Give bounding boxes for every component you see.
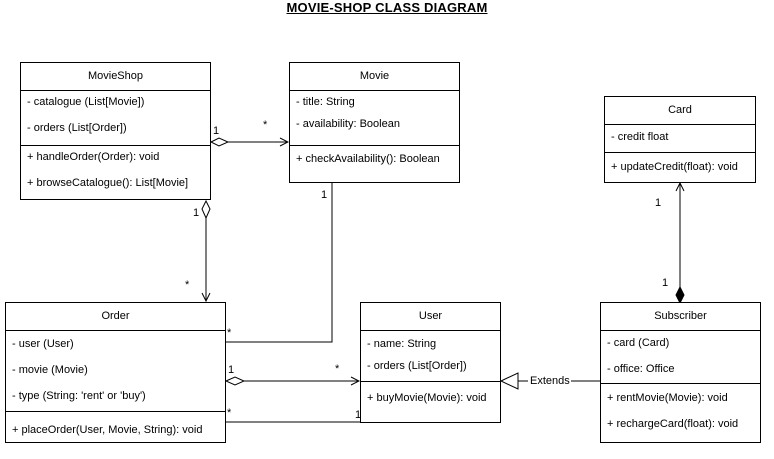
method: + browseCatalogue(): List[Movie] xyxy=(27,177,189,189)
attribute: - title: String xyxy=(296,96,355,108)
extends-label: Extends xyxy=(529,375,571,387)
attribute: - orders (List[Order]) xyxy=(27,122,127,134)
method: + handleOrder(Order): void xyxy=(27,151,160,163)
attributes-section: - catalogue (List[Movie]) - orders (List… xyxy=(21,91,210,146)
mult-movie-order-to: * xyxy=(227,327,232,339)
attribute: - availability: Boolean xyxy=(296,118,400,130)
class-name: MovieShop xyxy=(21,63,210,91)
class-name: User xyxy=(361,303,500,331)
methods-section: + rentMovie(Movie): void + rechargeCard(… xyxy=(601,384,760,431)
mult-shop-movie-to: * xyxy=(263,119,268,131)
mult-card-subscriber-card: 1 xyxy=(655,197,662,209)
attributes-section: - credit float xyxy=(605,125,755,153)
attribute: - name: String xyxy=(367,338,437,350)
methods-section: + placeOrder(User, Movie, String): void xyxy=(6,412,225,437)
mult-order-user-from: 1 xyxy=(228,364,235,376)
mult-shop-movie-from: 1 xyxy=(213,125,220,137)
mult-card-subscriber-subscriber: 1 xyxy=(662,277,669,289)
method: + rentMovie(Movie): void xyxy=(607,392,728,404)
methods-section: + handleOrder(Order): void + browseCatal… xyxy=(21,146,210,190)
class-name: Card xyxy=(605,97,755,125)
mult-shop-order-from: 1 xyxy=(193,207,200,219)
class-name: Order xyxy=(6,303,225,331)
class-card: Card - credit float + updateCredit(float… xyxy=(604,96,756,183)
attribute: - orders (List[Order]) xyxy=(367,360,467,372)
method: + placeOrder(User, Movie, String): void xyxy=(12,424,203,436)
attributes-section: - title: String - availability: Boolean xyxy=(290,91,459,146)
methods-section: + checkAvailability(): Boolean xyxy=(290,146,459,166)
class-name: Movie xyxy=(290,63,459,91)
mult-order-user-line-from: * xyxy=(227,407,232,419)
order-user-aggregation xyxy=(224,376,359,386)
mult-order-user-to: * xyxy=(335,363,340,375)
class-order: Order - user (User) - movie (Movie) - ty… xyxy=(5,302,226,443)
attribute: - type (String: 'rent' or 'buy') xyxy=(12,390,146,402)
class-name: Subscriber xyxy=(601,303,760,331)
attribute: - movie (Movie) xyxy=(12,364,88,376)
mult-movie-order-from: 1 xyxy=(321,189,328,201)
attributes-section: - name: String - orders (List[Order]) xyxy=(361,331,500,382)
movie-order-association xyxy=(226,183,333,343)
attribute: - user (User) xyxy=(12,338,74,350)
attributes-section: - user (User) - movie (Movie) - type (St… xyxy=(6,331,225,412)
methods-section: + updateCredit(float): void xyxy=(605,153,755,174)
attribute: - card (Card) xyxy=(607,337,670,349)
mult-shop-order-to: * xyxy=(185,279,190,291)
shop-movie-aggregation xyxy=(209,137,288,147)
method: + rechargeCard(float): void xyxy=(607,418,739,430)
class-user: User - name: String - orders (List[Order… xyxy=(360,302,501,423)
class-movieshop: MovieShop - catalogue (List[Movie]) - or… xyxy=(20,62,211,200)
diagram-title: MOVIE-SHOP CLASS DIAGRAM xyxy=(286,0,488,15)
method: + checkAvailability(): Boolean xyxy=(296,153,440,165)
attributes-section: - card (Card) - office: Office xyxy=(601,331,760,384)
shop-order-aggregation xyxy=(201,199,211,301)
class-subscriber: Subscriber - card (Card) - office: Offic… xyxy=(600,302,761,443)
method: + updateCredit(float): void xyxy=(611,161,738,173)
subscriber-card-composition xyxy=(675,183,685,305)
attribute: - catalogue (List[Movie]) xyxy=(27,96,145,108)
subscriber-user-generalization xyxy=(499,372,600,390)
attribute: - credit float xyxy=(611,131,669,143)
class-movie: Movie - title: String - availability: Bo… xyxy=(289,62,460,183)
attribute: - office: Office xyxy=(607,363,675,375)
method: + buyMovie(Movie): void xyxy=(367,392,487,404)
methods-section: + buyMovie(Movie): void xyxy=(361,382,500,405)
mult-order-user-line-to: 1 xyxy=(355,409,362,421)
